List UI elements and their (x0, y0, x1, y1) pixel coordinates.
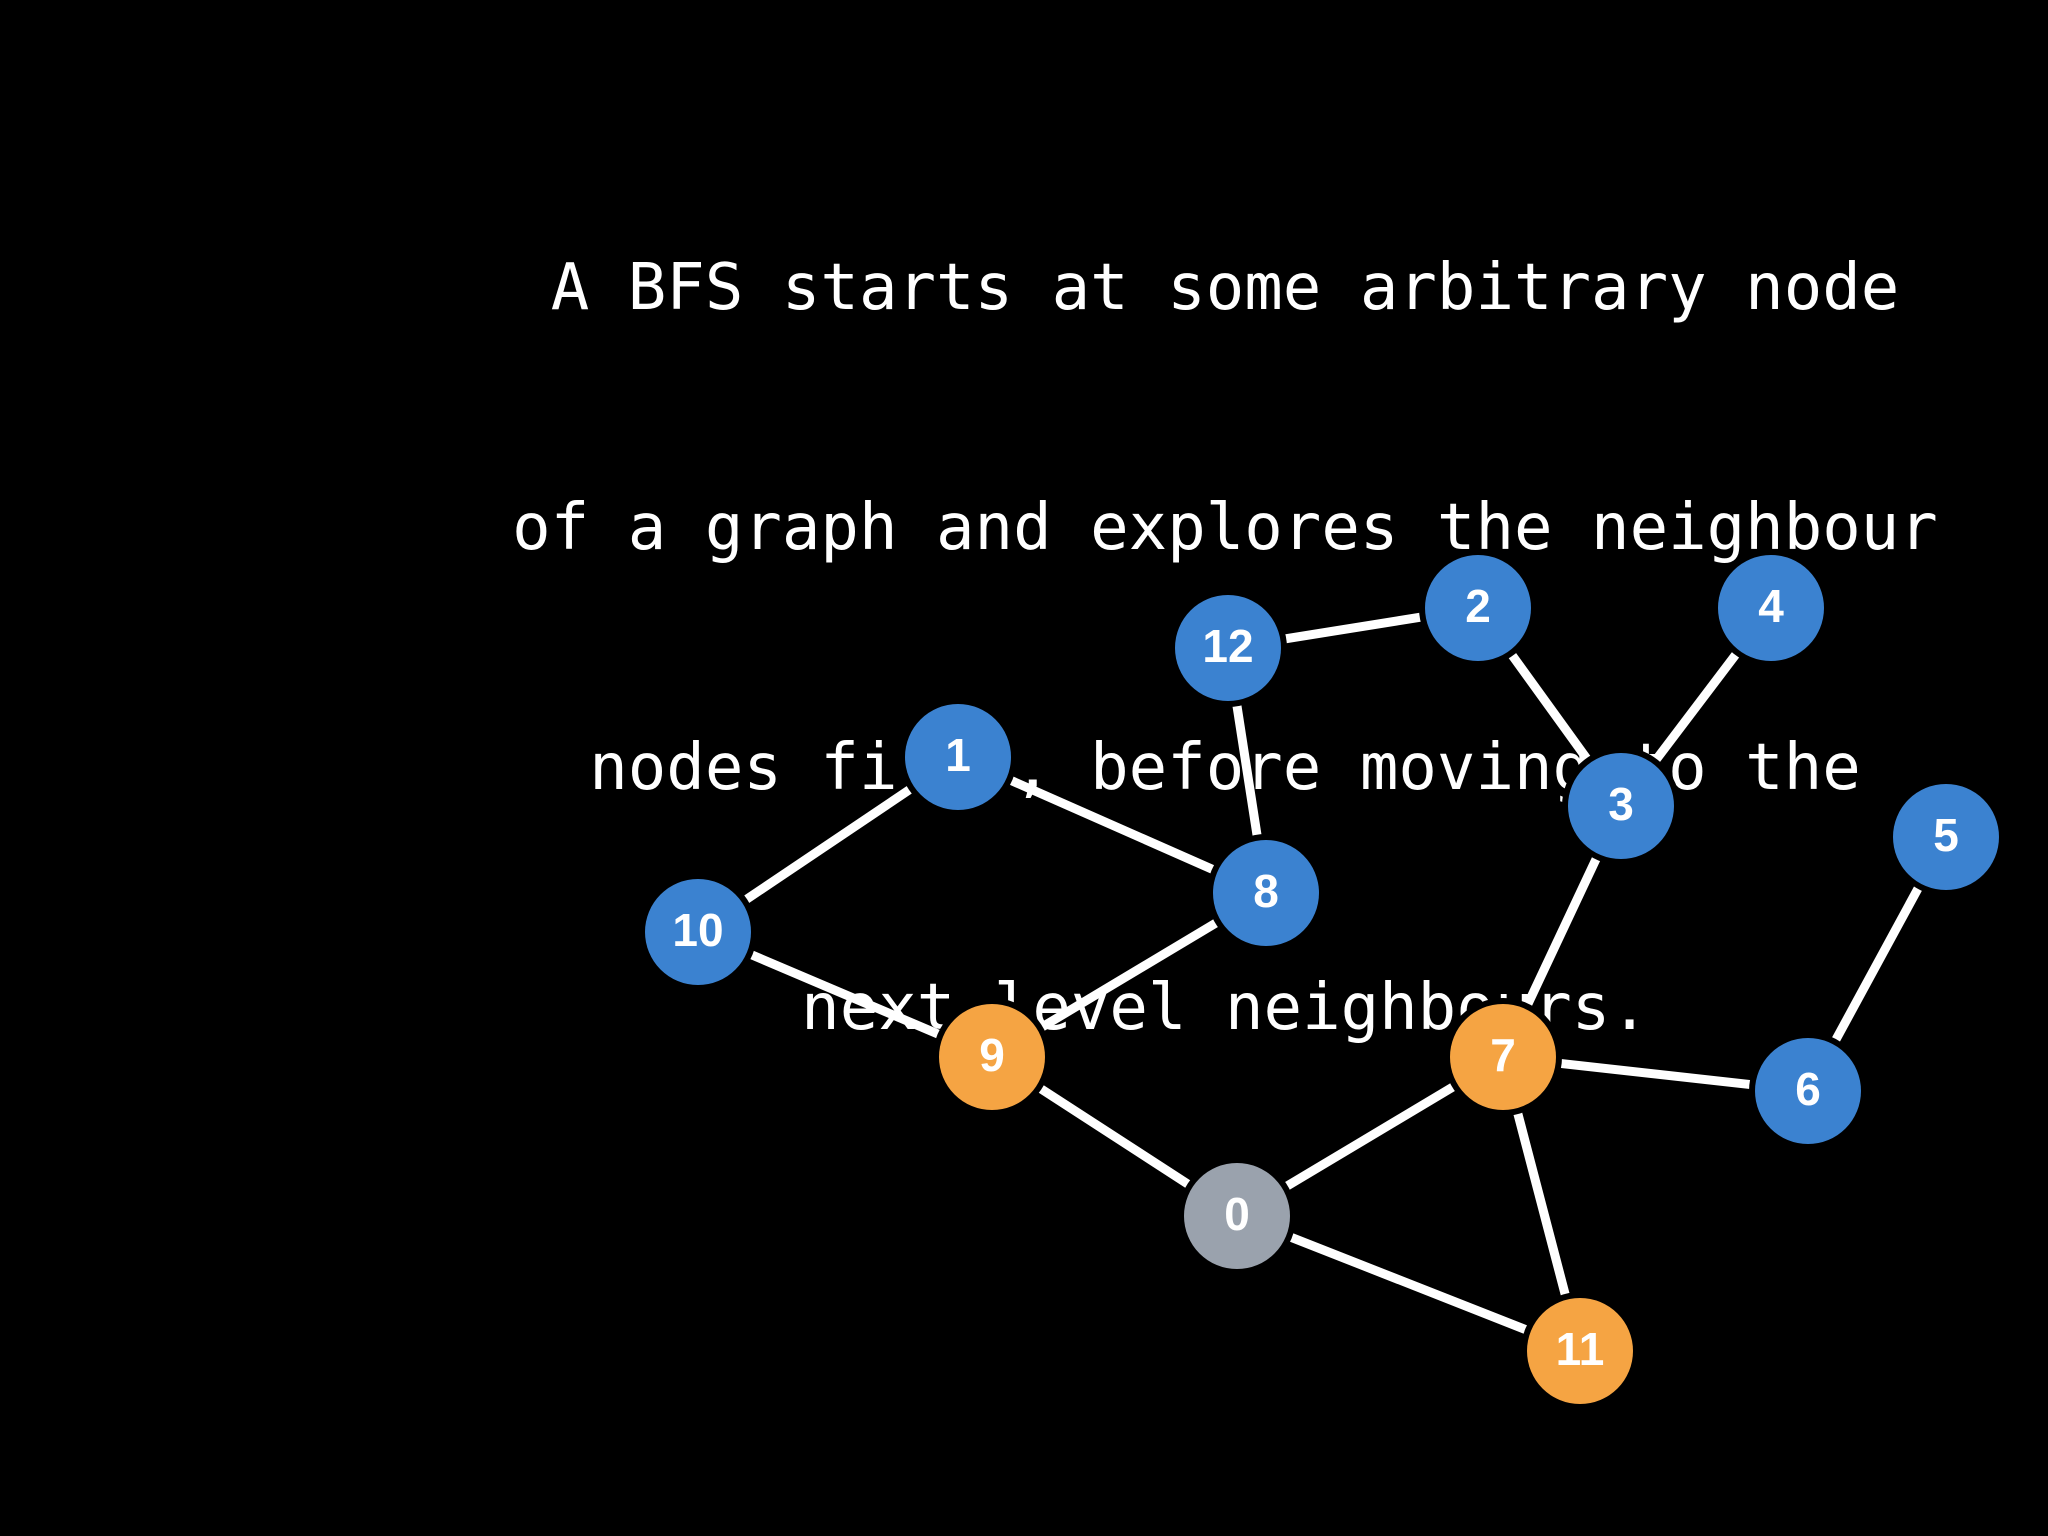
node-circle (1893, 784, 1999, 890)
node-7: 7 (1444, 998, 1562, 1116)
node-0: 0 (1178, 1157, 1296, 1275)
node-label: 8 (1253, 865, 1279, 917)
node-9: 9 (933, 998, 1051, 1116)
node-circle (1755, 1038, 1861, 1144)
node-12: 12 (1169, 589, 1287, 707)
node-label: 12 (1202, 620, 1253, 672)
node-circle (1425, 555, 1531, 661)
node-circle (645, 879, 751, 985)
node-label: 7 (1490, 1029, 1516, 1081)
node-label: 4 (1758, 580, 1784, 632)
node-circle (1213, 840, 1319, 946)
node-6: 6 (1749, 1032, 1867, 1150)
node-label: 2 (1465, 580, 1491, 632)
node-label: 11 (1556, 1323, 1605, 1375)
node-circle (1184, 1163, 1290, 1269)
caption-line-1: A BFS starts at some arbitrary node (550, 251, 1900, 325)
node-3: 3 (1562, 747, 1680, 865)
node-label: 5 (1933, 809, 1959, 861)
node-label: 6 (1795, 1063, 1821, 1115)
edge-0-11 (1235, 1211, 1582, 1356)
node-label: 1 (945, 729, 971, 781)
node-4: 4 (1712, 549, 1830, 667)
node-2: 2 (1419, 549, 1537, 667)
node-circle (1718, 555, 1824, 661)
node-circle (905, 704, 1011, 810)
node-1: 1 (899, 698, 1017, 816)
node-circle (1527, 1298, 1633, 1404)
node-circle (939, 1004, 1045, 1110)
node-label: 9 (979, 1029, 1005, 1081)
node-10: 10 (639, 873, 757, 991)
node-11: 11 (1521, 1292, 1639, 1410)
node-8: 8 (1207, 834, 1325, 952)
node-label: 3 (1608, 778, 1634, 830)
node-circle (1175, 595, 1281, 701)
graph-edges (695, 603, 1950, 1356)
node-label: 10 (672, 904, 723, 956)
node-label: 0 (1224, 1188, 1250, 1240)
node-5: 5 (1887, 778, 2005, 896)
node-circle (1450, 1004, 1556, 1110)
node-circle (1568, 753, 1674, 859)
